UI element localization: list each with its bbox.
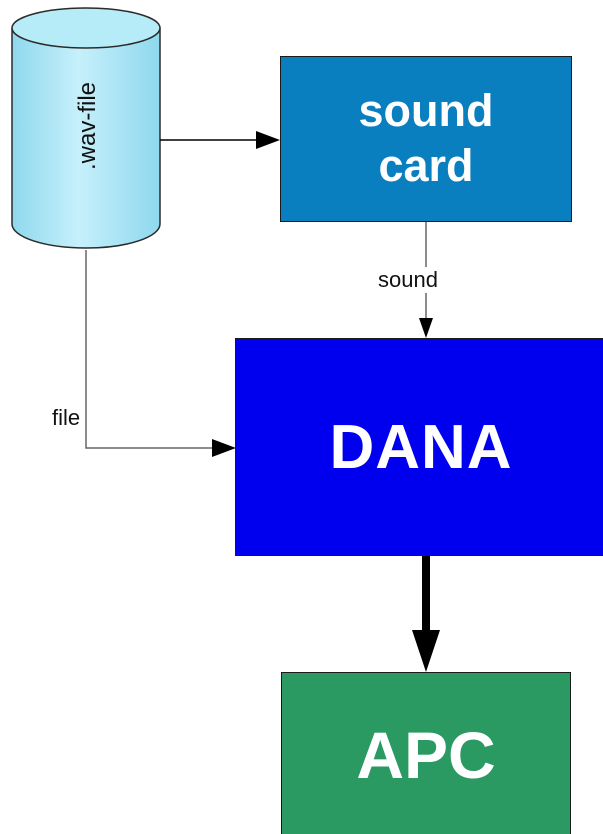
wav-file-cylinder: [11, 7, 161, 249]
apc-box: APC: [281, 672, 571, 834]
dana-label: DANA: [329, 412, 513, 482]
sound-card-box: sound card: [280, 56, 572, 222]
edge-wav-to-dana: [85, 250, 236, 457]
sound-card-label-line1: sound: [358, 85, 494, 137]
edge-wav-to-soundcard: [160, 131, 280, 149]
wav-file-label: .wav-file: [74, 81, 101, 171]
edge-label-sound: sound: [378, 267, 438, 293]
edge-label-file: file: [52, 405, 81, 431]
dana-box: DANA: [235, 338, 603, 556]
sound-card-label-line2: card: [378, 140, 474, 191]
edge-dana-to-apc: [412, 556, 440, 672]
apc-label: APC: [356, 718, 496, 792]
